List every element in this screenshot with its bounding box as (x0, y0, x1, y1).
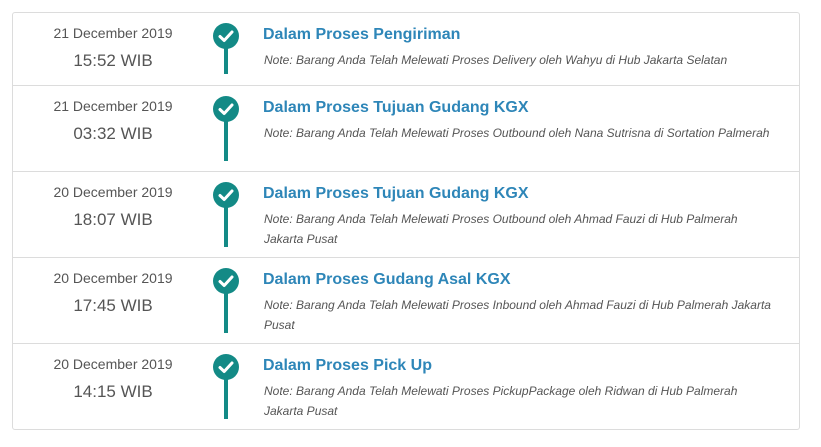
check-circle-icon (213, 23, 239, 49)
entry-status-title: Dalam Proses Gudang Asal KGX (263, 271, 511, 288)
entry-time: 03:32 WIB (73, 124, 153, 143)
tracking-entry: 21 December 2019 15:52 WIB Dalam Proses … (13, 13, 799, 85)
entry-note: Note: Barang Anda Telah Melewati Proses … (264, 53, 728, 67)
entry-status-title: Dalam Proses Tujuan Gudang KGX (263, 185, 529, 202)
entry-time: 17:45 WIB (73, 296, 153, 315)
entry-note: Note: Barang Anda Telah Melewati Proses … (264, 212, 738, 246)
timeline-line (224, 206, 228, 247)
entry-time: 15:52 WIB (73, 51, 153, 70)
entry-date: 20 December 2019 (53, 184, 173, 200)
check-circle-icon (213, 96, 239, 122)
tracking-entry: 20 December 2019 14:15 WIB Dalam Proses … (13, 343, 799, 429)
tracking-entry: 20 December 2019 17:45 WIB Dalam Proses … (13, 257, 799, 343)
entry-date: 21 December 2019 (53, 25, 173, 41)
entry-status-title: Dalam Proses Pick Up (263, 357, 432, 374)
check-circle-icon (213, 182, 239, 208)
tracking-history: 21 December 2019 15:52 WIB Dalam Proses … (12, 12, 800, 430)
entry-date: 20 December 2019 (53, 270, 173, 286)
entry-time: 18:07 WIB (73, 210, 153, 229)
entry-date: 20 December 2019 (53, 356, 173, 372)
timeline-line (224, 120, 228, 161)
check-circle-icon (213, 354, 239, 380)
timeline-line (224, 378, 228, 419)
entry-date: 21 December 2019 (53, 98, 173, 114)
entry-status-title: Dalam Proses Tujuan Gudang KGX (263, 99, 529, 116)
check-circle-icon (213, 268, 239, 294)
timeline-line (224, 292, 228, 333)
tracking-entry: 21 December 2019 03:32 WIB Dalam Proses … (13, 85, 799, 171)
entry-note: Note: Barang Anda Telah Melewati Proses … (264, 384, 738, 418)
timeline-line (224, 47, 228, 74)
entry-status-title: Dalam Proses Pengiriman (263, 26, 461, 43)
tracking-entry: 20 December 2019 18:07 WIB Dalam Proses … (13, 171, 799, 257)
entry-time: 14:15 WIB (73, 382, 153, 401)
entry-note: Note: Barang Anda Telah Melewati Proses … (264, 126, 770, 140)
entry-note: Note: Barang Anda Telah Melewati Proses … (264, 298, 771, 332)
